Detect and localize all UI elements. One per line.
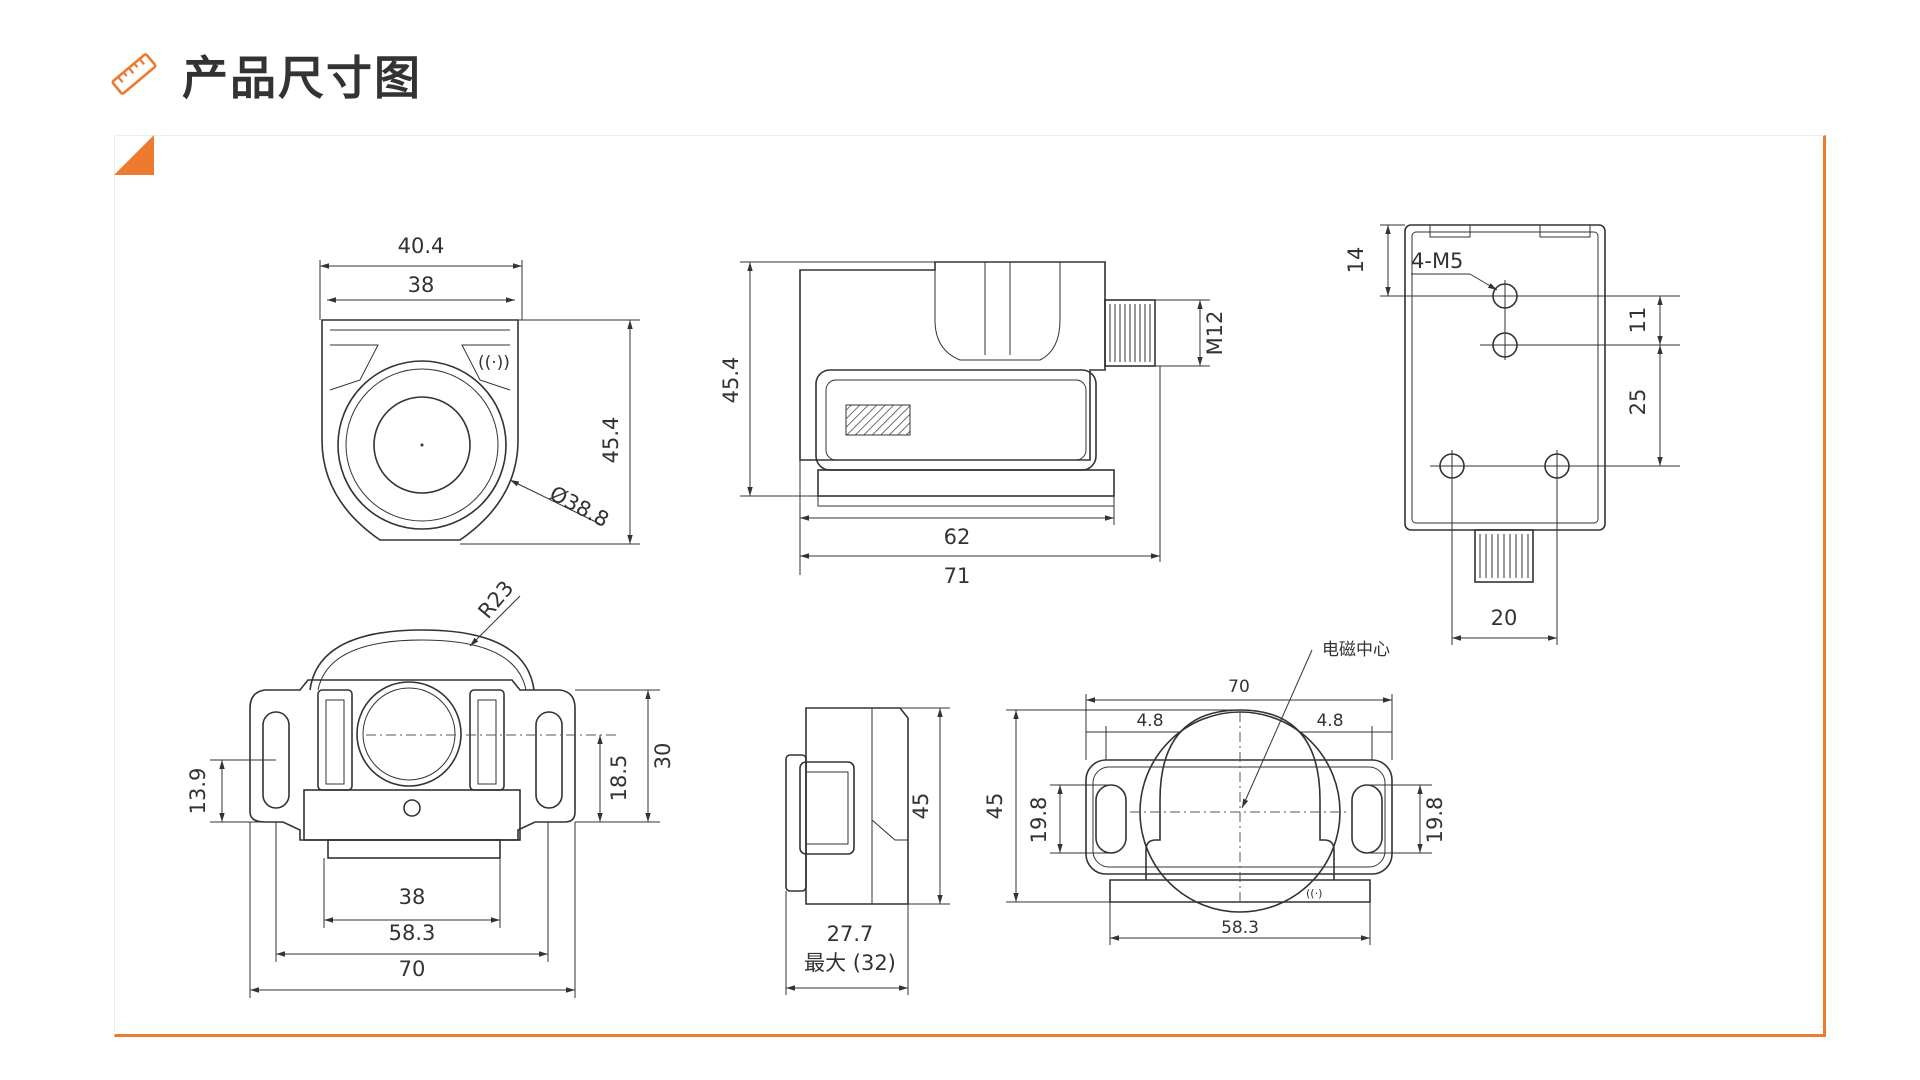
side-length-body-label: 62	[944, 525, 971, 549]
side-height-label: 45.4	[719, 357, 743, 404]
plan-margin-right-label: 4.8	[1316, 711, 1343, 731]
front-view: ((·)) 40.4 38 45.4 Ø38.8	[319, 234, 640, 545]
header: 产品尺寸图	[0, 0, 1920, 130]
bottom-side-view: 45 27.7 最大 (32)	[785, 707, 950, 995]
plan-base-width-label: 58.3	[1221, 918, 1259, 938]
bottom-front-width-2-label: 58.3	[389, 921, 436, 945]
bottom-side-depth-label: 27.7	[827, 922, 874, 946]
plan-margin-left-label: 4.8	[1136, 711, 1163, 731]
bottom-front-height-label: 30	[651, 743, 675, 770]
side-view: 45.4 M12 62 71	[719, 261, 1227, 588]
top-connector-width-label: 20	[1491, 606, 1518, 630]
bottom-front-view: R23 13.9 18.5 30 38 58.3 70	[186, 576, 675, 998]
top-view: 14 4-M5 11 25 20	[1344, 224, 1680, 645]
bottom-plan-view: ((·) 电磁中心 70 4.8 4.8 45 19.8 19.8	[983, 640, 1447, 945]
front-height-label: 45.4	[599, 417, 623, 464]
top-holes-label: 4-M5	[1411, 249, 1463, 273]
top-pitch-1-label: 11	[1626, 307, 1650, 334]
svg-text:((·): ((·)	[1306, 887, 1322, 900]
top-pitch-2-label: 25	[1626, 389, 1650, 416]
em-center-label: 电磁中心	[1322, 640, 1390, 660]
ruler-icon	[111, 53, 157, 95]
side-length-total-label: 71	[944, 564, 971, 588]
bottom-side-height-label: 45	[909, 793, 933, 820]
plan-height-label: 45	[983, 793, 1007, 820]
side-thread-label: M12	[1203, 311, 1227, 356]
front-diameter-label: Ø38.8	[546, 481, 613, 532]
bottom-side-depth-max-label: 最大 (32)	[804, 951, 896, 975]
svg-text:((·)): ((·))	[478, 353, 510, 373]
plan-slot-left-label: 19.8	[1027, 797, 1051, 844]
front-width-inner-label: 38	[408, 273, 435, 297]
drawing-card	[114, 135, 1826, 1037]
bottom-front-slot-height-2-label: 18.5	[607, 755, 631, 802]
plan-slot-right-label: 19.8	[1423, 797, 1447, 844]
front-width-outer-label: 40.4	[398, 234, 445, 258]
plan-width-label: 70	[1228, 677, 1250, 697]
bottom-front-radius-label: R23	[473, 576, 518, 623]
top-offset-label: 14	[1344, 247, 1368, 274]
page-title: 产品尺寸图	[182, 51, 422, 105]
bottom-front-width-3-label: 70	[399, 957, 426, 981]
card-corner-accent	[114, 135, 154, 175]
bottom-front-slot-height-label: 13.9	[186, 768, 210, 815]
bottom-front-width-1-label: 38	[399, 885, 426, 909]
